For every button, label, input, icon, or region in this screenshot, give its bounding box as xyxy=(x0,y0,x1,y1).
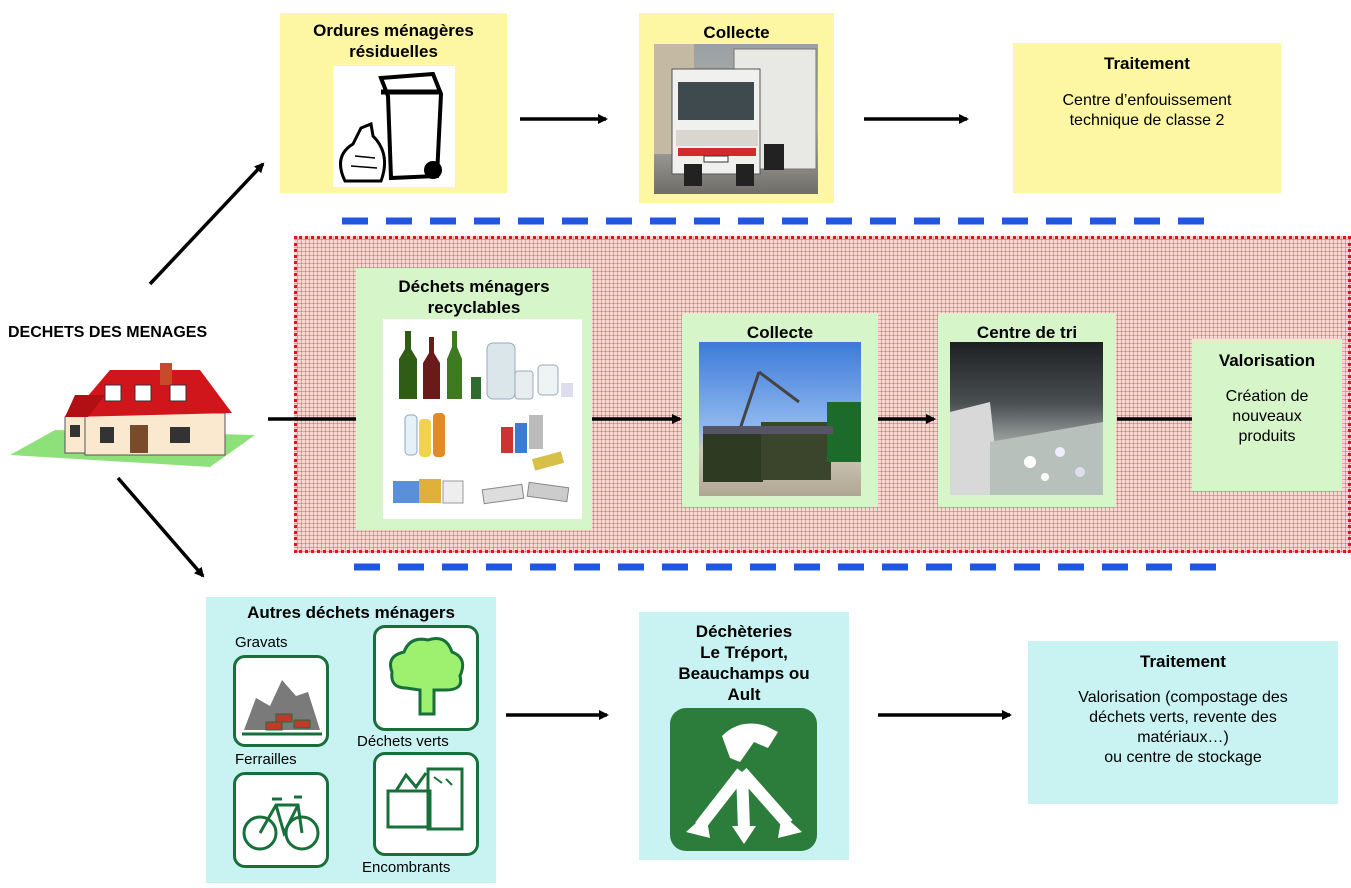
residual-title: Ordures ménagères résiduelles xyxy=(313,21,474,61)
recyclable-title-line-1: Déchets ménagers xyxy=(398,277,550,296)
dechetterie-title-line-4: Ault xyxy=(727,685,761,704)
valorisation-title: Valorisation xyxy=(1218,351,1316,370)
bicycle-icon xyxy=(233,772,329,868)
valorisation-line-2: nouveaux xyxy=(1232,408,1302,425)
residual-treatment-line-2: technique de classe 2 xyxy=(1069,112,1225,129)
recyclable-title-line-2: recyclables xyxy=(427,298,521,317)
other-treatment-line-1: Valorisation (compostage des xyxy=(1078,689,1288,706)
sorting-title: Centre de tri xyxy=(976,323,1078,342)
valorisation-line-1: Création de xyxy=(1225,388,1309,405)
other-treatment-line-3: matériaux…) xyxy=(1137,729,1229,746)
dechetterie-title-line-2: Le Tréport, xyxy=(700,643,788,662)
dechetterie-title-line-3: Beauchamps ou xyxy=(678,664,810,683)
residual-collect-title: Collecte xyxy=(703,23,770,42)
other-treatment-title: Traitement xyxy=(1140,652,1226,671)
valorisation-box: Valorisation Création de nouveaux produi… xyxy=(1192,339,1342,491)
garbage-truck-photo xyxy=(654,44,818,194)
residual-treatment-line-1: Centre d’enfouissement xyxy=(1062,92,1232,109)
other-treatment-line-2: déchets verts, revente des xyxy=(1089,709,1277,726)
gravats-label: Gravats xyxy=(235,634,288,651)
arrow-house-to-residual xyxy=(148,162,265,286)
sorting-center-photo xyxy=(950,342,1103,495)
rubble-icon xyxy=(233,655,329,747)
recyclable-collect-title: Collecte xyxy=(746,323,814,342)
other-treatment-line-4: ou centre de stockage xyxy=(1104,749,1262,766)
house-icon xyxy=(10,363,255,467)
container-collect-photo xyxy=(699,342,861,496)
other-treatment-box: Traitement Valorisation (compostage des … xyxy=(1028,641,1338,804)
residual-treatment-title: Traitement xyxy=(1104,54,1190,73)
residual-treatment-box: Traitement Centre d’enfouissement techni… xyxy=(1013,43,1281,193)
tree-icon xyxy=(373,625,479,731)
valorisation-line-3: produits xyxy=(1238,428,1296,445)
source-label: DECHETS DES MENAGES xyxy=(8,324,208,341)
dechetterie-pictogram-icon xyxy=(670,708,817,851)
encombrants-label: Encombrants xyxy=(362,859,451,876)
dechetterie-title-line-1: Déchèteries xyxy=(695,622,793,641)
dechets-verts-label: Déchets verts xyxy=(357,733,449,750)
trash-bin-icon xyxy=(333,66,455,187)
furniture-icon xyxy=(373,752,479,856)
ferrailles-label: Ferrailles xyxy=(235,751,297,768)
arrow-house-to-other xyxy=(116,476,205,578)
other-waste-title: Autres déchets ménagers xyxy=(247,603,455,622)
recyclables-picture xyxy=(383,319,582,519)
